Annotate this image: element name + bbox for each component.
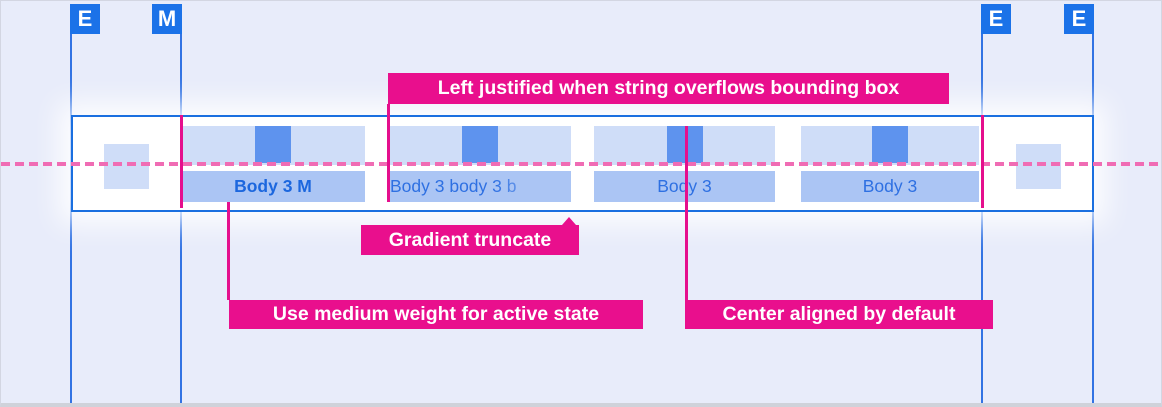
annotation-text: Center aligned by default	[722, 303, 956, 325]
tab-label: Body 3	[801, 171, 979, 202]
connector-line-active-state	[227, 202, 230, 300]
tab-icon	[666, 126, 703, 163]
tab-icon	[461, 126, 498, 163]
marker-letter: E	[1071, 6, 1087, 31]
measure-line-band-right	[981, 115, 984, 208]
tab-label: Body 3 M	[181, 171, 365, 202]
tab-item-overflow[interactable]: Body 3 body 3 b	[388, 126, 571, 202]
connector-line-center-aligned	[685, 126, 688, 300]
annotation-text: Left justified when string overflows bou…	[437, 77, 900, 99]
annotation-left-justified: Left justified when string overflows bou…	[388, 73, 949, 104]
annotation-gradient-truncate: Gradient truncate	[361, 225, 579, 255]
marker-letter: E	[988, 6, 1004, 31]
tab-label: Body 3	[594, 171, 775, 202]
spacing-marker-m: M	[152, 4, 182, 34]
center-baseline-dashed-line	[1, 162, 1161, 166]
tab-icon	[255, 126, 291, 163]
annotation-text: Gradient truncate	[388, 228, 552, 251]
edge-spacer-left	[104, 144, 149, 189]
annotation-arrow-up-icon	[562, 217, 576, 225]
spacing-marker-e-right-outer: E	[1064, 4, 1094, 34]
marker-letter: E	[77, 6, 93, 31]
tab-icon	[872, 126, 908, 163]
gradient-fade-overlay	[388, 171, 571, 202]
tab-item-default-2[interactable]: Body 3	[801, 126, 979, 202]
edge-spacer-right	[1016, 144, 1061, 189]
spacing-marker-e-right-inner: E	[981, 4, 1011, 34]
annotation-text: Use medium weight for active state	[272, 303, 600, 325]
marker-letter: M	[157, 6, 177, 31]
connector-line-left-justified	[387, 104, 390, 202]
tab-item-active[interactable]: Body 3 M	[181, 126, 365, 202]
measure-line-band-left	[180, 115, 183, 208]
spacing-marker-e-left: E	[70, 4, 100, 34]
annotation-medium-weight: Use medium weight for active state	[229, 300, 643, 329]
tab-item-default-1[interactable]: Body 3	[594, 126, 775, 202]
annotation-center-aligned: Center aligned by default	[685, 300, 993, 329]
